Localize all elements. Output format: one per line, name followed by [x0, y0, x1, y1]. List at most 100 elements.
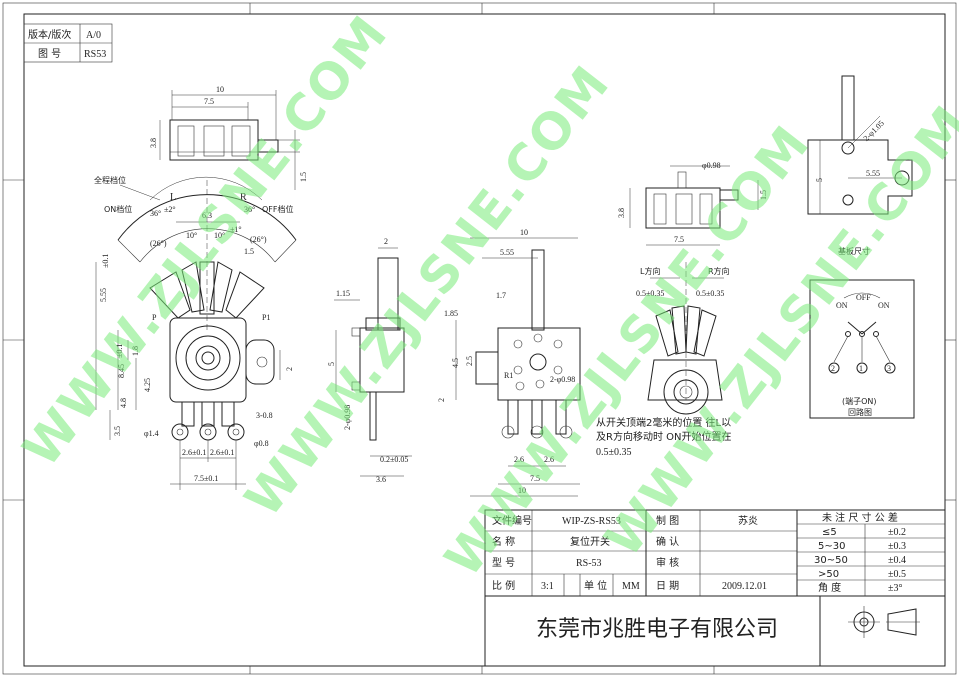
rear-dim-10: 10 [520, 228, 528, 237]
draw-value: 苏炎 [738, 514, 758, 527]
side-dim-5: 5 [327, 362, 336, 366]
label-L: L [170, 192, 176, 203]
revision-value: A/0 [86, 30, 101, 41]
tol-range-3: >50 [818, 569, 839, 580]
tol-8-45: ±0.1 [115, 344, 124, 358]
lever-detail: L方向 R方向 0.5±0.35 0.5±0.35 从开关顶端2毫米的位置 往L… [596, 262, 731, 458]
small-top-phi: φ0.98 [702, 161, 721, 170]
dim-4-25: 4.25 [143, 378, 152, 392]
lever-dim-right: 0.5±0.35 [696, 289, 724, 298]
side-dim-1-15: 1.15 [336, 289, 350, 298]
scale-label: 比 例 [492, 579, 515, 592]
tol-5-55: ±0.1 [101, 254, 110, 268]
file-no-value: WIP-ZS-RS53 [562, 516, 621, 527]
top-dim-inner: 7.5 [204, 97, 214, 106]
angle-10-right: 10° [214, 231, 225, 240]
label-full-range: 全程档位 [94, 175, 126, 185]
small-top-1-5: 1.5 [759, 190, 768, 200]
tol-value-3: ±0.5 [888, 569, 906, 580]
top-dim-total: 10 [216, 85, 224, 94]
dim-1-5: 1.5 [244, 247, 254, 256]
small-top-view: φ0.98 3.8 1.5 7.5 [617, 161, 768, 246]
side-view: 2 1.15 5 2-φ0.98 0.2±0.05 3.6 [327, 237, 412, 484]
lever-note-1: 从开关顶端2毫米的位置 往L以 [596, 416, 731, 429]
side-dim-3-6: 3.6 [376, 475, 386, 484]
unit-label: 单 位 [584, 579, 607, 592]
tol-range-2: 30~50 [814, 555, 848, 566]
label-R: R [240, 192, 247, 203]
tol-value-2: ±0.4 [888, 555, 906, 566]
dim-1-8: 1.8 [131, 346, 140, 356]
circuit-pin-2: 2 [831, 364, 835, 373]
rear-dim-2-6-a: 2.6 [514, 455, 524, 464]
review-label: 审 核 [656, 556, 679, 569]
circuit-off: OFF [856, 293, 871, 302]
watermark-layer: WWW.ZJLSNE.COM WWW.ZJLSNE.COM WWW.ZJLSNE… [12, 4, 959, 587]
rear-dim-2: 2 [437, 398, 446, 402]
rear-dim-2-6-b: 2.6 [544, 455, 554, 464]
small-top-3-8: 3.8 [617, 208, 626, 218]
rear-dim-phi: 2-φ0.98 [550, 375, 575, 384]
top-dim-side: 1.5 [299, 172, 308, 182]
name-label: 名 称 [492, 535, 515, 548]
model-label: 型 号 [492, 556, 515, 569]
lever-dim-left: 0.5±0.35 [636, 289, 664, 298]
rear-dim-7-5: 7.5 [530, 474, 540, 483]
angle-tol: ±2° [164, 205, 176, 214]
label-off-range: OFF档位 [262, 204, 294, 214]
draw-label: 制 图 [656, 514, 679, 527]
pcb-footprint: 2-φ1.05 5 5.55 基板尺寸 [807, 75, 913, 256]
angle-10-left: 10° [186, 231, 197, 240]
circuit-pin-1: 1 [859, 364, 863, 373]
frame-ticks [3, 3, 956, 674]
drawing-no-value: RS53 [84, 49, 106, 60]
rear-dim-5-55: 5.55 [500, 248, 514, 257]
tol-range-1: 5~30 [818, 541, 845, 552]
model-value: RS-53 [576, 558, 602, 569]
angle-26-left: (26°) [150, 239, 167, 248]
rear-view: 10 5.55 1.7 1.85 4.5 2.5 2 R1 2-φ0.98 2.… [437, 228, 581, 497]
drawing-no-label: 图 号 [38, 48, 61, 60]
dim-7-5: 7.5±0.1 [194, 474, 218, 483]
front-view: 全程档位 ON档位 OFF档位 L R 36° 36° ±2° (26°) (2… [94, 175, 297, 490]
dim-2-front: 2 [285, 367, 294, 371]
company-name: 东莞市兆胜电子有限公司 [536, 617, 778, 642]
confirm-label: 确 认 [656, 535, 679, 548]
unit-value: MM [622, 581, 640, 592]
circuit-pin-3: 3 [887, 364, 891, 373]
rear-dim-R1: R1 [504, 371, 513, 380]
tolerance-title: 未 注 尺 寸 公 差 [822, 511, 898, 524]
dim-2-6-b: 2.6±0.1 [210, 448, 234, 457]
pcb-dim-5: 5 [815, 178, 824, 182]
circuit-caption-2: 回路图 [848, 407, 872, 417]
scale-value: 3:1 [541, 581, 554, 592]
pcb-label: 基板尺寸 [838, 246, 870, 256]
circuit-on-left: ON [836, 301, 848, 310]
tol-value-1: ±0.3 [888, 541, 906, 552]
top-dim-height: 3.8 [149, 138, 158, 148]
circuit-caption-1: (端子ON) [842, 396, 877, 406]
side-dim-phi: 2-φ0.98 [343, 405, 352, 430]
rear-dim-4-5: 4.5 [451, 358, 460, 368]
pcb-dim-5-55: 5.55 [866, 169, 880, 178]
dim-5-55: 5.55 [99, 288, 108, 302]
dim-3-0-8: 3-0.8 [256, 411, 273, 420]
circuit-diagram: ON OFF ON 2 1 3 (端子ON) 回路图 [809, 279, 915, 419]
title-block: 文件编号 WIP-ZS-RS53 名 称 复位开关 型 号 RS-53 比 例 … [484, 509, 946, 667]
file-no-label: 文件编号 [492, 514, 532, 527]
angle-36-left: 36° [150, 209, 161, 218]
projection-symbol-icon [848, 606, 920, 638]
top-view: 10 7.5 3.8 1.5 [149, 85, 308, 190]
rear-dim-2-5: 2.5 [465, 356, 474, 366]
date-value: 2009.12.01 [722, 581, 767, 592]
rear-dim-1-7: 1.7 [496, 291, 506, 300]
dim-2-6-a: 2.6±0.1 [182, 448, 206, 457]
rear-dim-1-85: 1.85 [444, 309, 458, 318]
angle-36-right: 36° [244, 205, 255, 214]
date-label: 日 期 [656, 580, 679, 592]
rear-dim-10-b: 10 [518, 486, 526, 495]
dir-R: R方向 [708, 266, 730, 276]
